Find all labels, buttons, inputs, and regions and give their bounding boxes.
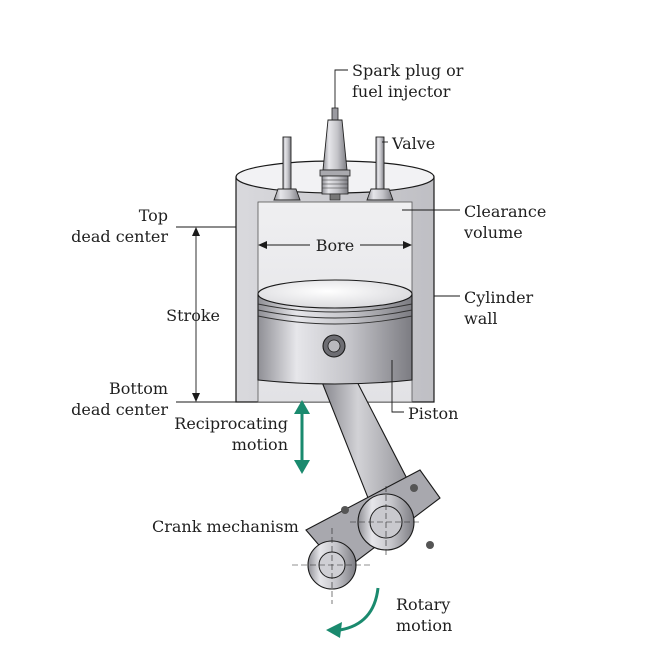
piston-label: Piston: [408, 404, 459, 423]
piston: [257, 279, 413, 385]
rotary-motion-line2: motion: [396, 616, 453, 635]
top-dead-center-line1: Top: [138, 206, 168, 225]
reciprocating-motion-line1: Reciprocating: [174, 414, 288, 433]
leader-lines: [176, 69, 460, 413]
clearance-volume-line1: Clearance: [464, 202, 547, 221]
spark-plug-label-line1: Spark plug or: [352, 61, 464, 80]
spark-plug-label-line2: fuel injector: [352, 82, 451, 101]
reciprocating-motion-label: Reciprocating motion: [170, 413, 288, 455]
spark-plug: [319, 107, 351, 201]
stroke-label: Stroke: [166, 306, 220, 325]
bottom-dead-center-label: Bottom dead center: [60, 378, 168, 420]
rotary-motion-label: Rotary motion: [396, 594, 452, 636]
rotary-arrow-icon: [326, 587, 380, 638]
reciprocating-arrow-icon: [294, 400, 310, 474]
bottom-dead-center-line2: dead center: [71, 400, 168, 419]
crank-mechanism-label: Crank mechanism: [152, 517, 299, 536]
crankshaft: [292, 469, 441, 604]
top-dead-center-label: Top dead center: [60, 205, 168, 247]
rotary-motion-line1: Rotary: [396, 595, 451, 614]
spark-plug-label: Spark plug or fuel injector: [352, 60, 463, 102]
reciprocating-motion-line2: motion: [231, 435, 288, 454]
cylinder-wall-line2: wall: [464, 309, 498, 328]
bottom-dead-center-line1: Bottom: [108, 379, 168, 398]
valve-left: [273, 136, 301, 201]
valve-right: [366, 136, 394, 201]
cylinder-wall-line1: Cylinder: [464, 288, 534, 307]
clearance-volume-label: Clearance volume: [464, 201, 546, 243]
valve-label: Valve: [392, 134, 436, 153]
bore-dimension: [258, 241, 412, 249]
clearance-volume-line2: volume: [464, 223, 523, 242]
cylinder-wall-label: Cylinder wall: [464, 287, 533, 329]
stroke-dimension: [192, 227, 200, 402]
top-dead-center-line2: dead center: [71, 227, 168, 246]
bore-label: Bore: [315, 236, 355, 255]
